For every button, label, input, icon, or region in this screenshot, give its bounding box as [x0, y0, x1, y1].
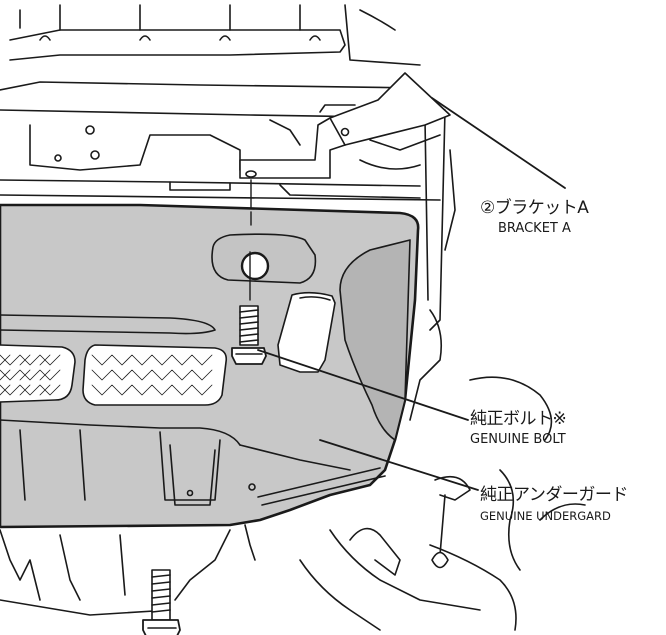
- guide-lines: [249, 179, 252, 301]
- leader-bolt: [257, 349, 469, 421]
- leader-undergard: [319, 439, 479, 491]
- genuine-bolt-lower: [142, 569, 181, 635]
- bracket-a-label-en: BRACKET A: [498, 221, 571, 236]
- bracket-a-label-jp: ②ブラケットA: [480, 198, 589, 218]
- leader-bracket: [431, 97, 566, 189]
- right-lower-parts: [349, 475, 471, 576]
- upper-frame: [0, 4, 441, 201]
- lower-frame: [0, 524, 256, 616]
- undergard-panel: [0, 203, 420, 529]
- genuine-bolt-upper: [231, 305, 267, 365]
- genuine-undergard-label-jp: 純正アンダーガード: [480, 485, 628, 505]
- bracket-a-drawing: [239, 72, 451, 179]
- genuine-undergard-label-en: GENUINE UNDERGARD: [480, 509, 611, 523]
- genuine-bolt-label-jp: 純正ボルト※: [470, 409, 567, 429]
- genuine-bolt-label-en: GENUINE BOLT: [470, 432, 566, 447]
- leader-lines: [257, 97, 566, 491]
